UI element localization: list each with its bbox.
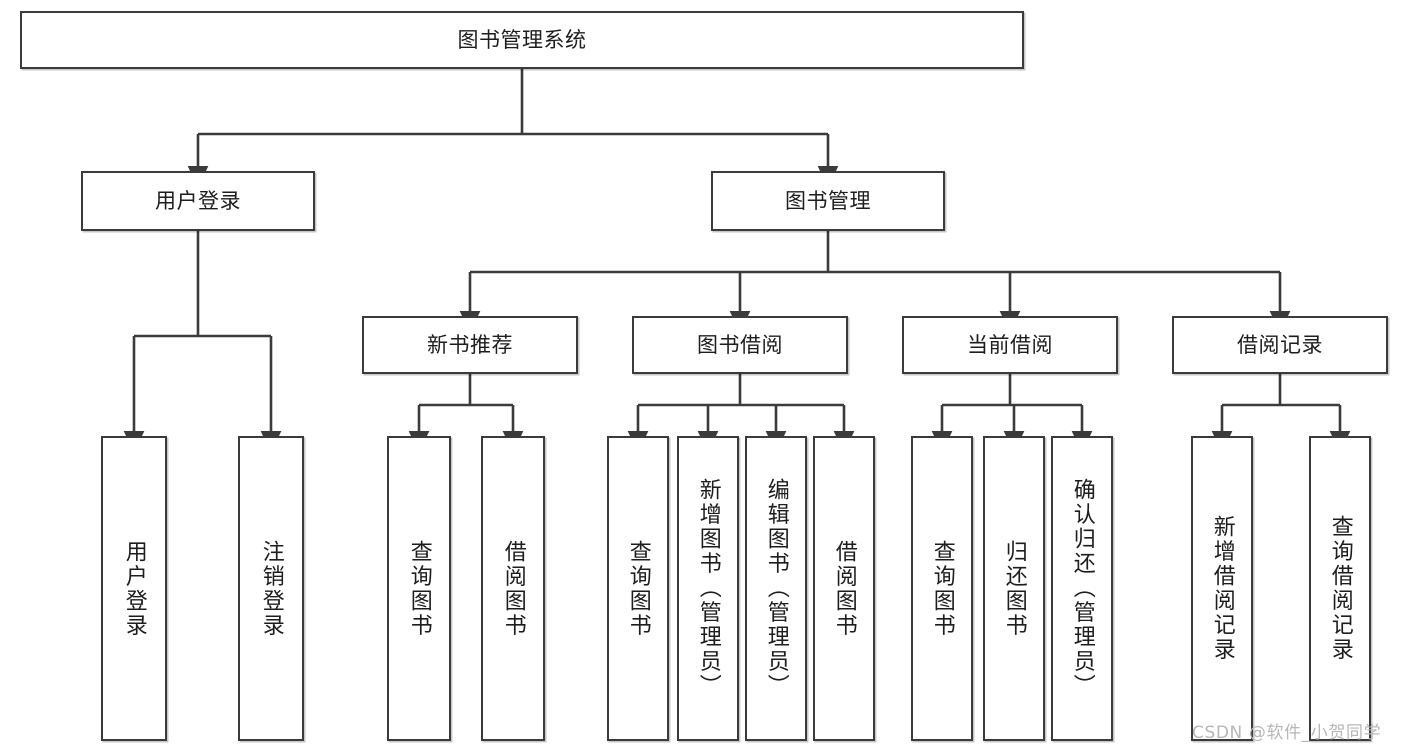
node-l2_new[interactable]: 新书推荐 [362, 316, 578, 374]
node-label: 图书管理 [785, 188, 871, 213]
node-l3_a2[interactable]: 注销登录 [238, 436, 304, 741]
node-l3_b2[interactable]: 借阅图书 [481, 436, 545, 741]
node-label: 编辑图书（管理员） [763, 478, 789, 699]
node-l2_current[interactable]: 当前借阅 [902, 316, 1118, 374]
node-l3_a1[interactable]: 用户登录 [101, 436, 167, 741]
node-label: 用户登录 [155, 188, 241, 213]
node-label: 用户登录 [121, 539, 147, 638]
node-l3_c1[interactable]: 查询图书 [607, 436, 669, 741]
node-label: 归还图书 [1001, 539, 1027, 638]
node-label: 查询借阅记录 [1327, 515, 1353, 662]
node-label: 借阅图书 [500, 539, 526, 638]
node-label: 新增图书（管理员） [695, 478, 721, 699]
node-l3_d2[interactable]: 归还图书 [983, 436, 1045, 741]
node-l3_c4[interactable]: 借阅图书 [813, 436, 875, 741]
node-label: 确认归还（管理员） [1069, 478, 1095, 699]
node-l3_c3[interactable]: 编辑图书（管理员） [745, 436, 807, 741]
node-l2_record[interactable]: 借阅记录 [1172, 316, 1388, 374]
node-label: 查询图书 [406, 539, 432, 638]
node-label: 查询图书 [929, 539, 955, 638]
node-label: 图书管理系统 [457, 27, 587, 52]
node-l3_e2[interactable]: 查询借阅记录 [1309, 436, 1371, 741]
node-l3_e1[interactable]: 新增借阅记录 [1191, 436, 1253, 741]
node-l3_d3[interactable]: 确认归还（管理员） [1051, 436, 1113, 741]
csdn-watermark: CSDN @软件_小贺同学 [1192, 723, 1382, 743]
node-label: 新增借阅记录 [1209, 515, 1235, 662]
node-label: 当前借阅 [967, 332, 1053, 357]
node-label: 借阅记录 [1237, 332, 1323, 357]
node-l3_c2[interactable]: 新增图书（管理员） [677, 436, 739, 741]
node-label: 新书推荐 [427, 332, 513, 357]
node-label: 图书借阅 [697, 332, 783, 357]
node-l2_borrow[interactable]: 图书借阅 [632, 316, 848, 374]
node-l1_login[interactable]: 用户登录 [81, 171, 315, 231]
node-l3_b1[interactable]: 查询图书 [387, 436, 451, 741]
node-l3_d1[interactable]: 查询图书 [911, 436, 973, 741]
node-l1_book[interactable]: 图书管理 [711, 171, 945, 231]
node-label: 查询图书 [625, 539, 651, 638]
node-label: 注销登录 [258, 539, 284, 638]
node-label: 借阅图书 [831, 539, 857, 638]
node-root[interactable]: 图书管理系统 [20, 11, 1024, 69]
